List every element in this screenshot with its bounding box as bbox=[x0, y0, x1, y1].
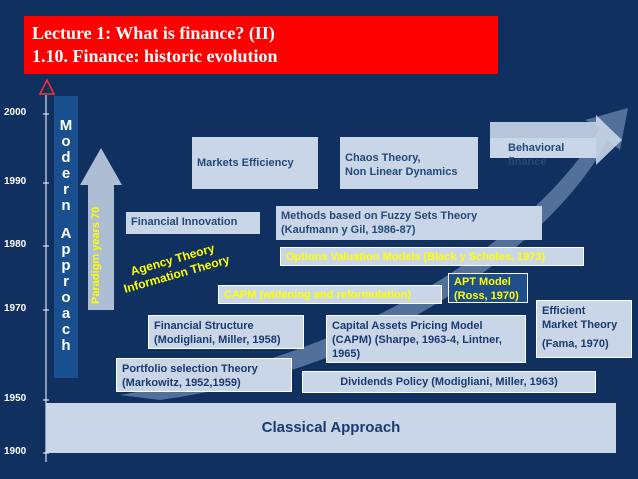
financial-innovation-box: Financial Innovation bbox=[126, 212, 260, 234]
options-valuation-box: Options Valuation Models (Black y Schole… bbox=[280, 247, 584, 266]
modern-letter: p bbox=[61, 241, 71, 258]
year-1900: 1900 bbox=[4, 446, 27, 457]
portfolio-selection-box: Portfolio selection Theory (Markowitz, 1… bbox=[116, 358, 292, 392]
slide-title: Lecture 1: What is finance? (II) 1.10. F… bbox=[24, 16, 498, 74]
apt-model-box: APT Model (Ross, 1970) bbox=[448, 273, 528, 303]
modern-letter: c bbox=[61, 321, 71, 338]
modern-letter: r bbox=[63, 273, 69, 290]
modern-letter: r bbox=[63, 181, 69, 198]
modern-letter: o bbox=[61, 133, 71, 150]
modern-letter: p bbox=[61, 257, 71, 274]
title-line-2: 1.10. Finance: historic evolution bbox=[32, 46, 278, 66]
financial-structure-box: Financial Structure (Modigliani, Miller,… bbox=[148, 315, 304, 349]
year-1990: 1990 bbox=[4, 176, 27, 187]
modern-letter: o bbox=[61, 289, 71, 306]
modern-approach-bar: M o d e r n A p p r o a c h bbox=[54, 96, 78, 378]
capm-widening-box: CAPM (widening and reformulation) bbox=[218, 285, 442, 304]
behavioral-finance-box: Behavioral finance bbox=[490, 138, 596, 168]
efficient-market-box: Efficient Market Theory (Fama, 1970) bbox=[536, 300, 632, 358]
modern-letter: n bbox=[61, 197, 71, 214]
modern-letter: h bbox=[61, 337, 71, 354]
year-1980: 1980 bbox=[4, 239, 27, 250]
paradigm-up-arrow bbox=[80, 148, 122, 310]
red-arrow-icon bbox=[38, 78, 56, 95]
modern-letter: d bbox=[61, 149, 71, 166]
modern-letter: e bbox=[61, 165, 71, 182]
dividends-policy-box: Dividends Policy (Modigliani, Miller, 19… bbox=[302, 371, 596, 393]
fuzzy-sets-box: Methods based on Fuzzy Sets Theory (Kauf… bbox=[276, 206, 542, 240]
title-line-1: Lecture 1: What is finance? (II) bbox=[32, 23, 275, 43]
chaos-theory-box: Chaos Theory, Non Linear Dynamics bbox=[340, 137, 478, 189]
modern-letter: A bbox=[60, 225, 72, 242]
paradigm-label: Paradigm years 70 bbox=[90, 206, 102, 304]
markets-efficiency-box: Markets Efficiency bbox=[192, 137, 318, 189]
modern-letter: a bbox=[61, 305, 71, 322]
classical-approach-band: Classical Approach bbox=[46, 403, 616, 453]
year-2000: 2000 bbox=[4, 107, 27, 118]
modern-letter: M bbox=[59, 117, 73, 134]
year-1970: 1970 bbox=[4, 303, 27, 314]
year-1950: 1950 bbox=[4, 393, 27, 404]
capm-box: Capital Assets Pricing Model (CAPM) (Sha… bbox=[326, 315, 526, 363]
